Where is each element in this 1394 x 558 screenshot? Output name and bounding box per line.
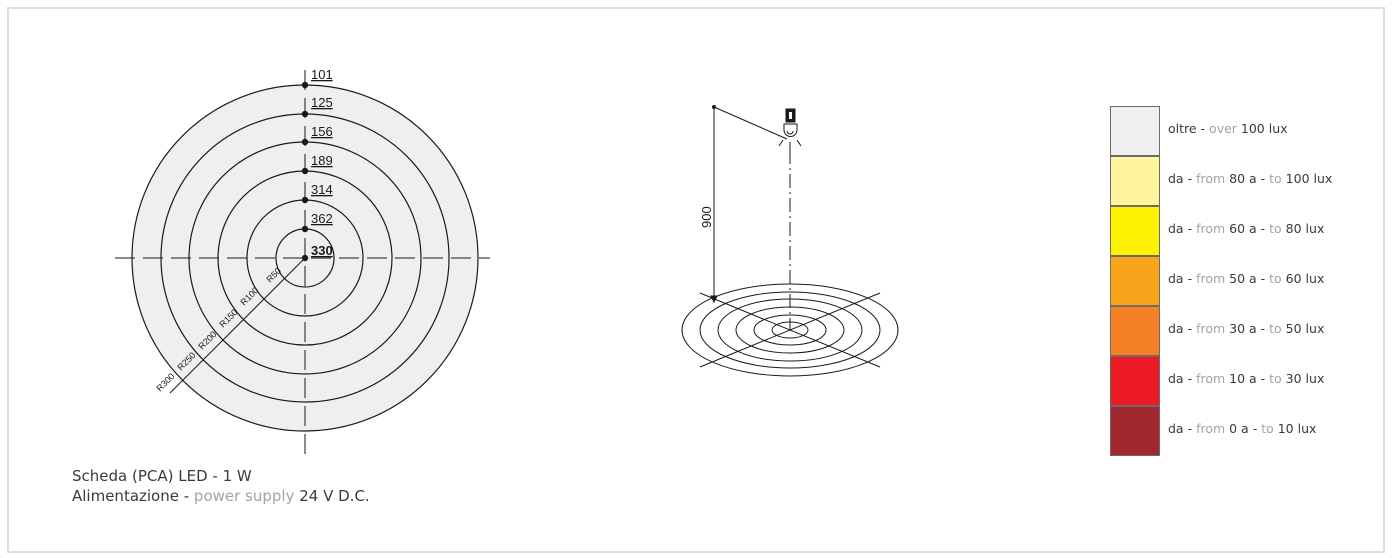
legend-label: oltre - over 100 lux bbox=[1168, 121, 1288, 136]
legend-item: da - from 50 a - to 60 lux bbox=[1110, 256, 1390, 306]
legend-swatch bbox=[1110, 106, 1160, 156]
lux-value-r150: 189 bbox=[311, 153, 333, 168]
legend-label: da - from 60 a - to 80 lux bbox=[1168, 221, 1325, 236]
elevation-view bbox=[681, 105, 899, 377]
lux-value-r200: 156 bbox=[311, 124, 333, 139]
lux-value-r100: 314 bbox=[311, 182, 333, 197]
legend-item: da - from 0 a - to 10 lux bbox=[1110, 406, 1390, 456]
product-caption: Scheda (PCA) LED - 1 W Alimentazione - p… bbox=[72, 466, 370, 506]
legend-label: da - from 50 a - to 60 lux bbox=[1168, 271, 1325, 286]
lamp-icon bbox=[778, 108, 802, 150]
legend-label: da - from 0 a - to 10 lux bbox=[1168, 421, 1317, 436]
legend-item: da - from 60 a - to 80 lux bbox=[1110, 206, 1390, 256]
lux-value-r300: 101 bbox=[311, 67, 333, 82]
measure-points bbox=[301, 81, 309, 262]
legend-swatch bbox=[1110, 356, 1160, 406]
height-leader bbox=[713, 106, 788, 140]
caption-line-2: Alimentazione - power supply 24 V D.C. bbox=[72, 487, 370, 505]
legend-label: da - from 10 a - to 30 lux bbox=[1168, 371, 1325, 386]
legend-swatch bbox=[1110, 156, 1160, 206]
radius-leader bbox=[169, 257, 306, 394]
lux-legend: oltre - over 100 lux da - from 80 a - to … bbox=[1110, 106, 1390, 456]
legend-label: da - from 80 a - to 100 lux bbox=[1168, 171, 1333, 186]
legend-label: da - from 30 a - to 50 lux bbox=[1168, 321, 1325, 336]
floor-rings bbox=[681, 283, 899, 377]
lux-value-r50: 362 bbox=[311, 211, 333, 226]
legend-item: da - from 30 a - to 50 lux bbox=[1110, 306, 1390, 356]
legend-swatch bbox=[1110, 306, 1160, 356]
legend-swatch bbox=[1110, 256, 1160, 306]
caption-line-1: Scheda (PCA) LED - 1 W bbox=[72, 467, 252, 485]
lux-value-center: 330 bbox=[311, 243, 333, 258]
lux-values: 330 362 314 189 156 125 101 bbox=[311, 67, 333, 258]
legend-swatch bbox=[1110, 206, 1160, 256]
legend-swatch bbox=[1110, 406, 1160, 456]
height-label: 900 bbox=[699, 206, 714, 228]
lux-value-r250: 125 bbox=[311, 95, 333, 110]
legend-item: da - from 80 a - to 100 lux bbox=[1110, 156, 1390, 206]
legend-item: da - from 10 a - to 30 lux bbox=[1110, 356, 1390, 406]
legend-item: oltre - over 100 lux bbox=[1110, 106, 1390, 156]
